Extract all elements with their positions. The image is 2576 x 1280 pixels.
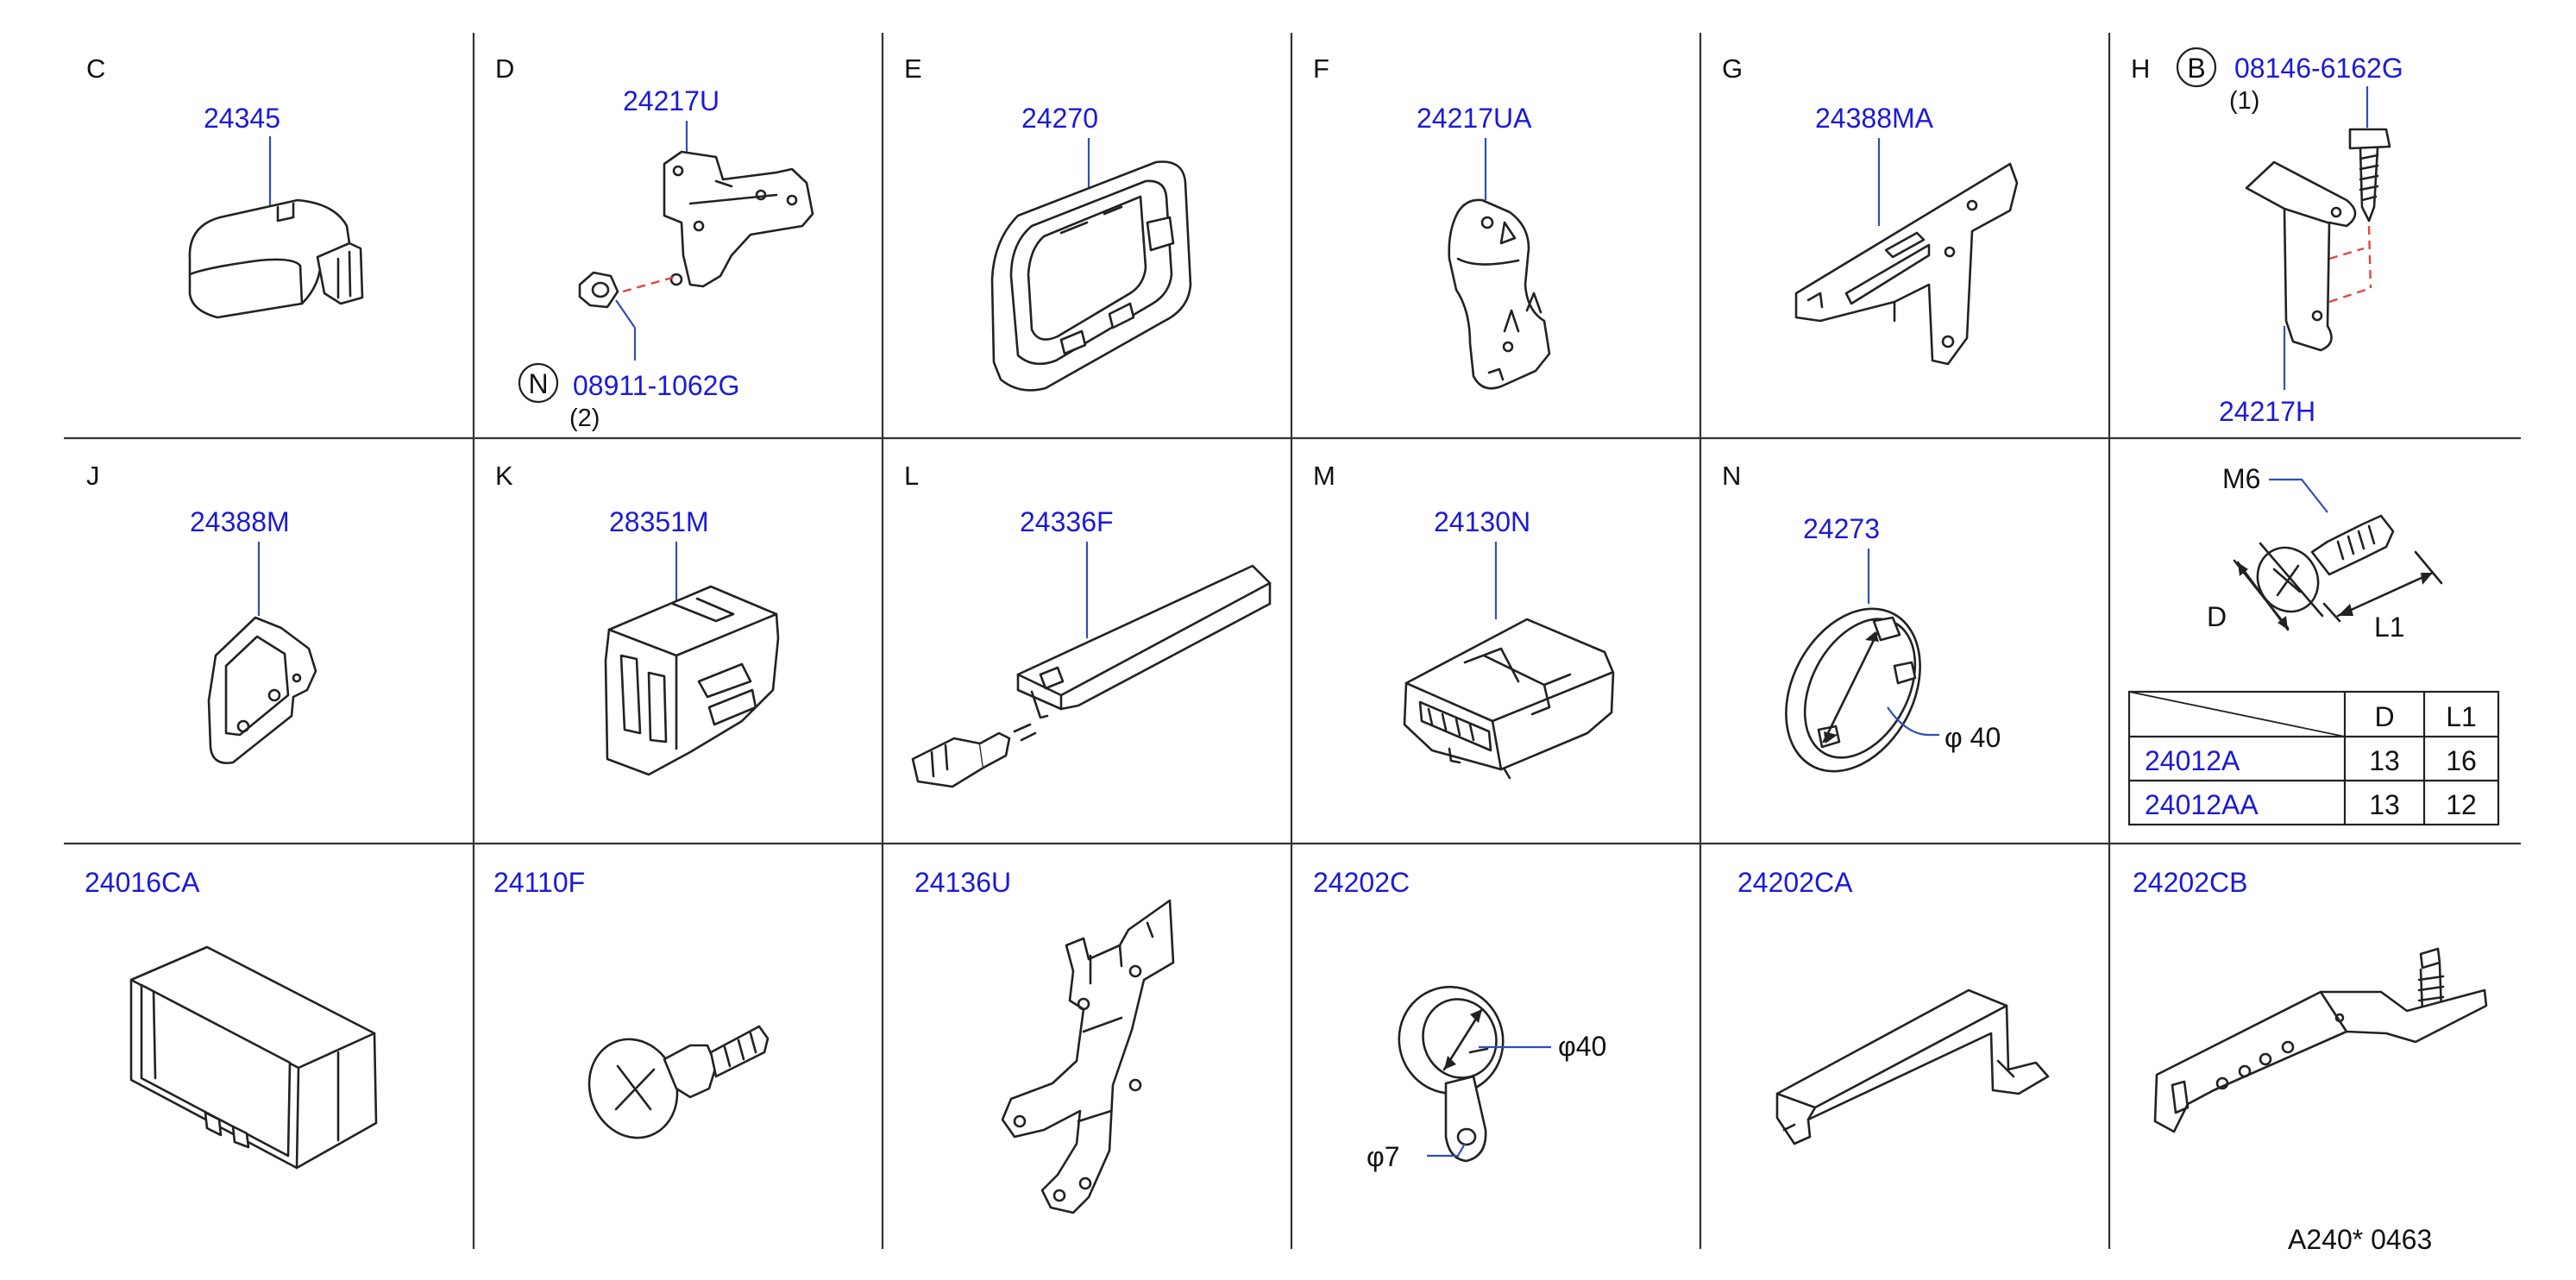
connector-drawing — [604, 585, 780, 776]
fastener-qty: (1) — [2229, 87, 2259, 115]
part-number[interactable]: 24202C — [1313, 867, 1410, 898]
bracket-drawing — [2153, 988, 2488, 1133]
table-row-d: 13 — [2369, 745, 2400, 776]
housing-drawing — [1016, 564, 1272, 719]
part-number[interactable]: 24217H — [2219, 396, 2315, 427]
part-number[interactable]: 24217U — [623, 85, 719, 116]
dimension-outer-label: φ40 — [1558, 1031, 1606, 1062]
cell-letter: E — [904, 53, 922, 84]
diagram-code: A240* 0463 — [2288, 1224, 2432, 1255]
bracket-drawing — [663, 150, 814, 288]
fastener-part-number[interactable]: 08911-1062G — [573, 370, 739, 401]
clamp-drawing — [1398, 985, 1505, 1163]
table-row-d: 13 — [2369, 789, 2400, 820]
part-number[interactable]: 24136U — [914, 867, 1011, 898]
bracket-drawing — [2245, 160, 2357, 352]
cell-letter: N — [1722, 461, 1741, 491]
grid-lines — [64, 33, 2521, 1249]
table-row-l1: 12 — [2446, 789, 2477, 820]
grommet-drawing — [1785, 607, 1921, 773]
cell-m: M 24130N — [1313, 461, 1615, 780]
spec-table: D L1 24012A 13 16 24012AA 13 12 — [2127, 690, 2500, 826]
stud-drawing — [2417, 947, 2445, 1014]
part-number[interactable]: 24016CA — [85, 867, 200, 898]
clamp-drawing — [1448, 198, 1551, 390]
module-drawing — [129, 945, 378, 1170]
cell-l: L 24336F — [904, 461, 1272, 788]
cell-r3c2: 24110F — [493, 867, 770, 1139]
bracket-drawing — [207, 616, 317, 764]
cell-f: F 24217UA — [1313, 53, 1551, 390]
cell-r3c4: 24202C φ40 φ7 — [1313, 867, 1606, 1172]
part-number[interactable]: 24217UA — [1417, 103, 1532, 134]
fastener-symbol-circle — [2176, 47, 2217, 88]
cell-letter: K — [495, 461, 513, 491]
part-number[interactable]: 24130N — [1434, 506, 1530, 537]
cell-h: H B 08146-6162G (1) 24217H — [2131, 47, 2403, 427]
dimension-hole-label: φ7 — [1367, 1141, 1400, 1172]
table-row-part[interactable]: 24012AA — [2145, 789, 2259, 820]
fastener-symbol: B — [2187, 53, 2205, 84]
part-number[interactable]: 24336F — [1020, 506, 1114, 537]
part-number[interactable]: 24110F — [493, 867, 585, 898]
fastener-part-number[interactable]: 08146-6162G — [2234, 53, 2403, 84]
fastener-symbol-circle — [518, 362, 559, 404]
dimension-label: φ 40 — [1945, 722, 2001, 753]
table-row-part[interactable]: 24012A — [2145, 745, 2240, 776]
cell-n: N 24273 φ 40 — [1722, 461, 2001, 773]
cell-d: D 24217U N 08911-1062G (2) — [495, 53, 814, 432]
table-header-d: D — [2374, 701, 2394, 732]
dimension-l1-label: L1 — [2374, 612, 2405, 643]
frame-drawing — [990, 160, 1192, 392]
part-number[interactable]: 24202CA — [1737, 867, 1853, 898]
cell-letter: C — [86, 53, 105, 84]
cell-k: K 28351M — [495, 461, 780, 776]
bolt-drawing — [2256, 514, 2395, 613]
part-number[interactable]: 24270 — [1021, 103, 1098, 134]
table-row-l1: 16 — [2446, 745, 2477, 776]
cell-letter: M — [1313, 461, 1335, 491]
thread-label: M6 — [2222, 463, 2260, 494]
cell-bolt: M6 D L1 D L1 24012A 13 16 — [2127, 463, 2500, 826]
cell-c: C 24345 — [86, 53, 364, 319]
table-header-l1: L1 — [2446, 701, 2477, 732]
fastener-qty: (2) — [569, 405, 600, 432]
part-number[interactable]: 24273 — [1803, 513, 1880, 544]
connector-drawing — [1403, 618, 1615, 780]
cell-j: J 24388M — [86, 461, 317, 764]
part-number[interactable]: 24388M — [190, 506, 290, 537]
cell-letter: D — [495, 53, 514, 84]
cell-letter: G — [1722, 53, 1743, 84]
part-number[interactable]: 24345 — [204, 103, 280, 134]
screw-drawing — [2348, 128, 2391, 223]
fastener-symbol: N — [528, 368, 548, 399]
part-number[interactable]: 24202CB — [2133, 867, 2247, 898]
relay-drawing — [188, 198, 364, 319]
cell-letter: L — [904, 461, 919, 491]
cell-r3c1: 24016CA — [85, 867, 378, 1170]
cell-r3c3: 24136U — [914, 867, 1175, 1214]
dimension-d-label: D — [2207, 601, 2227, 632]
cell-e: E 24270 — [904, 53, 1192, 392]
terminal-drawing — [911, 723, 1037, 788]
bracket-drawing — [1775, 988, 2050, 1145]
cell-r3c6: 24202CB — [2133, 867, 2488, 1133]
cell-letter: F — [1313, 53, 1329, 84]
nut-drawing — [578, 271, 619, 309]
cell-g: G 24388MA — [1722, 53, 2019, 366]
bracket-drawing — [1001, 899, 1175, 1214]
cell-r3c5: 24202CA — [1737, 867, 2050, 1145]
part-number[interactable]: 24388MA — [1815, 103, 1934, 134]
cell-letter: H — [2131, 53, 2150, 84]
plate-drawing — [1794, 162, 2019, 366]
clip-drawing — [587, 1025, 770, 1139]
cell-letter: J — [86, 461, 100, 491]
part-number[interactable]: 28351M — [609, 506, 709, 537]
